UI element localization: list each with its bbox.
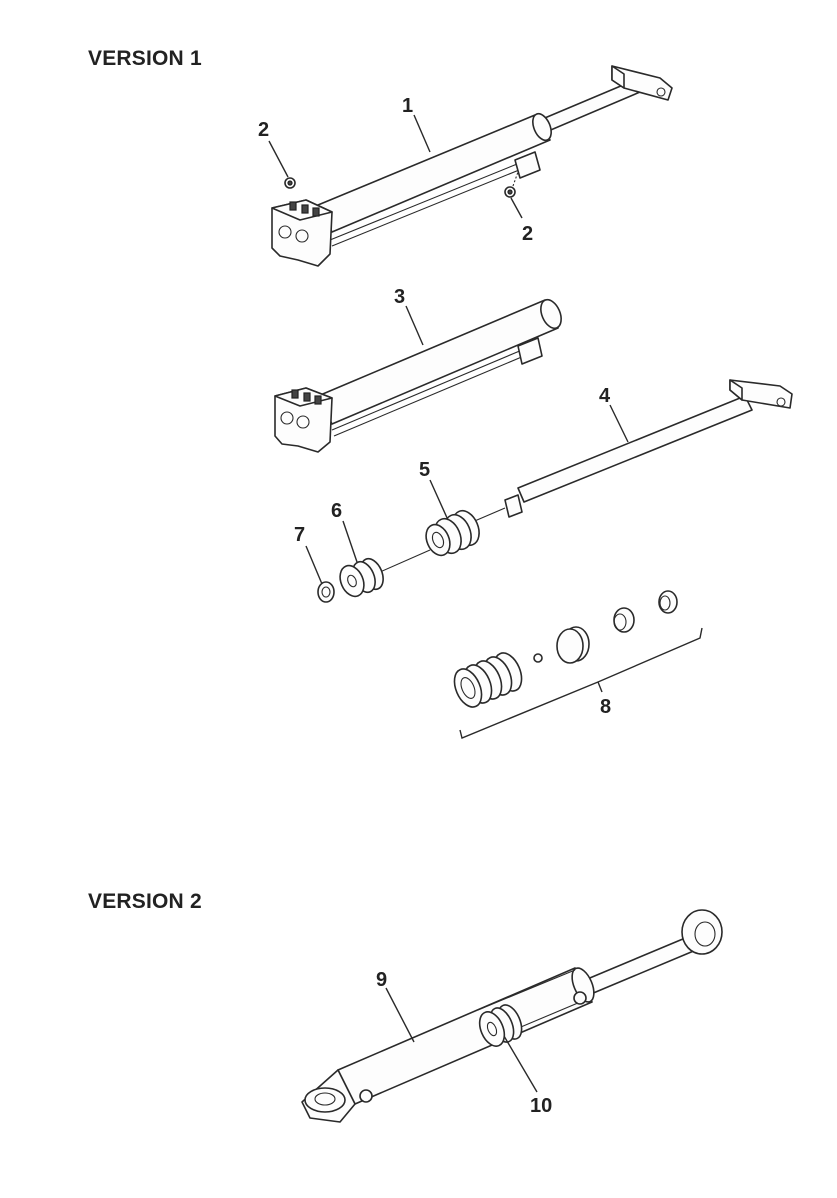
wiper-ring [613,607,635,633]
part-2-fitting-right [504,171,519,198]
o-ring-small [533,653,543,663]
version-2-heading: VERSION 2 [88,890,202,913]
callout-4: 4 [599,385,611,407]
part-7-nut [317,581,335,603]
seal-ring [556,626,590,664]
callout-8: 8 [600,696,611,718]
part-9-cylinder [301,909,723,1123]
part-1-cylinder-assembly [271,65,673,267]
callout-5: 5 [419,459,430,481]
part-6-piston [339,557,384,598]
callout-9: 9 [376,969,387,991]
callout-6: 6 [331,500,342,522]
part-10-seal [478,1004,523,1047]
callout-2-right: 2 [522,223,533,245]
back-up-ring [658,590,678,614]
part-8-seal-kit [453,590,703,739]
seal-stack [453,652,523,708]
callout-10: 10 [530,1095,552,1117]
leader-lines [268,114,629,1093]
part-2-fitting-left [284,177,296,189]
part-3-cylinder-barrel [274,298,562,453]
part-5-gland [425,509,480,557]
callout-1: 1 [402,95,413,117]
callout-3: 3 [394,286,405,308]
callout-2-left: 2 [258,119,269,141]
version-1-heading: VERSION 1 [88,47,202,70]
part-4-piston-rod [469,379,793,524]
callout-7: 7 [294,524,305,546]
